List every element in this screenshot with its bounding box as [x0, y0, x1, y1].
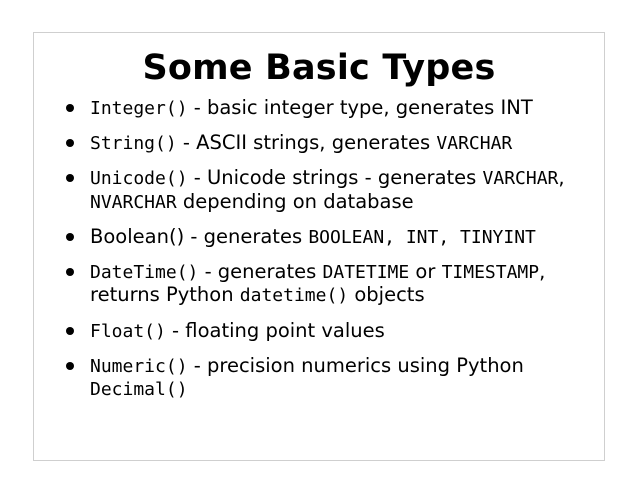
code-text: Integer()	[90, 98, 188, 119]
code-text: DATETIME	[322, 262, 410, 284]
bullet-dot-icon	[66, 232, 74, 241]
body-text: - generates	[198, 260, 323, 284]
bullet-dot-icon	[66, 268, 74, 277]
code-text: TIMESTAMP	[441, 262, 540, 284]
code-text: Decimal()	[90, 379, 188, 401]
list-item: Numeric() - precision numerics using Pyt…	[62, 354, 586, 400]
code-text: datetime()	[239, 285, 349, 307]
body-text: - basic integer type, generates	[187, 96, 501, 119]
body-text: - precision numerics using Python	[187, 353, 524, 377]
code-text: BOOLEAN, INT, TINYINT	[308, 226, 536, 248]
bullet-dot-icon	[66, 104, 74, 112]
list-item: Integer() - basic integer type, generate…	[62, 96, 586, 119]
code-text: String()	[90, 133, 177, 155]
slide-canvas: Some Basic Types Integer() - basic integ…	[33, 32, 605, 461]
bullet-dot-icon	[66, 361, 74, 370]
list-item: String() - ASCII strings, generates VARC…	[62, 131, 586, 154]
body-text: Boolean() - generates	[90, 224, 309, 248]
slide-title: Some Basic Types	[142, 48, 496, 88]
code-text: Numeric()	[90, 355, 188, 377]
list-item: Unicode() - Unicode strings - generates …	[62, 166, 586, 213]
body-text: - floating point values	[165, 318, 385, 342]
body-text: or	[409, 260, 442, 284]
bullet-dot-icon	[66, 174, 74, 183]
code-text: NVARCHAR	[90, 191, 177, 213]
code-text: DateTime()	[90, 262, 199, 284]
code-text: Unicode()	[90, 168, 188, 190]
body-text: - Unicode strings - generates	[187, 166, 483, 190]
body-text: ,	[558, 166, 565, 190]
body-text: - ASCII strings, generates	[176, 131, 437, 155]
bullet-dot-icon	[66, 139, 74, 148]
bullet-dot-icon	[66, 326, 74, 335]
bullet-list: Integer() - basic integer type, generate…	[34, 96, 604, 400]
list-item: Float() - floating point values	[62, 319, 586, 342]
body-text: , returns Python	[90, 260, 546, 307]
body-text: depending on database	[176, 189, 414, 213]
code-text: Float()	[90, 320, 166, 342]
code-text: VARCHAR	[482, 168, 559, 190]
body-text: INT	[500, 96, 533, 119]
list-item: Boolean() - generates BOOLEAN, INT, TINY…	[62, 225, 586, 248]
body-text: objects	[348, 283, 425, 307]
code-text: VARCHAR	[436, 133, 513, 155]
list-item: DateTime() - generates DATETIME or TIMES…	[62, 260, 586, 306]
